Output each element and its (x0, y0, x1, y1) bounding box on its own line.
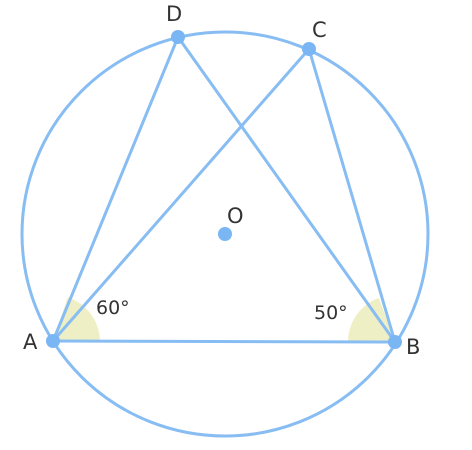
label-d: D (166, 2, 182, 26)
label-a: A (23, 330, 38, 354)
point-a-marker (46, 334, 60, 348)
segment-cb (307, 47, 397, 344)
label-o: O (227, 204, 244, 228)
segment-ad (51, 35, 180, 343)
point-b-marker (388, 335, 402, 349)
center-o-marker (218, 227, 232, 241)
label-b: B (406, 335, 420, 359)
segment-ac (51, 47, 311, 343)
segment-db (176, 35, 397, 344)
label-c: C (312, 18, 327, 42)
segment-ab (51, 339, 397, 344)
angle-b-label: 50° (314, 302, 348, 324)
point-d-marker (171, 30, 185, 44)
angle-b-wedge (348, 297, 395, 342)
angle-a-label: 60° (96, 297, 130, 319)
circumcircle (20, 30, 430, 438)
point-c-marker (302, 42, 316, 56)
angle-a-wedge (53, 297, 100, 341)
